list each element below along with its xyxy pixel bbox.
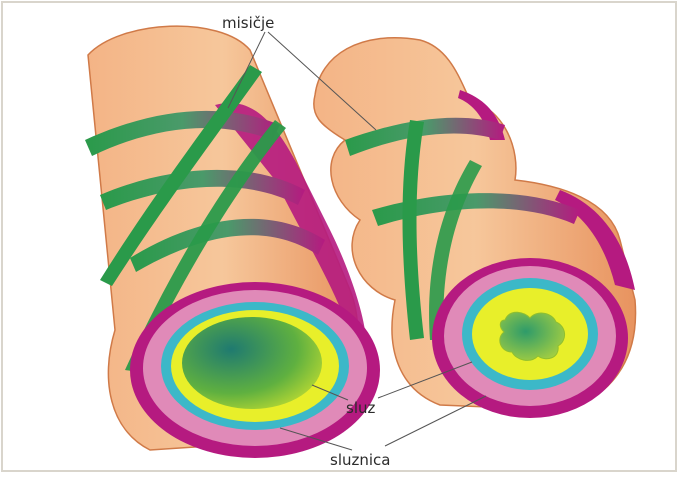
right-cross-section xyxy=(432,258,628,418)
label-muscles: misičje xyxy=(222,14,274,32)
label-mucus: sluz xyxy=(346,399,375,417)
left-cross-section xyxy=(130,282,380,458)
left-lumen xyxy=(182,317,322,409)
label-mucosa: sluznica xyxy=(330,451,390,469)
